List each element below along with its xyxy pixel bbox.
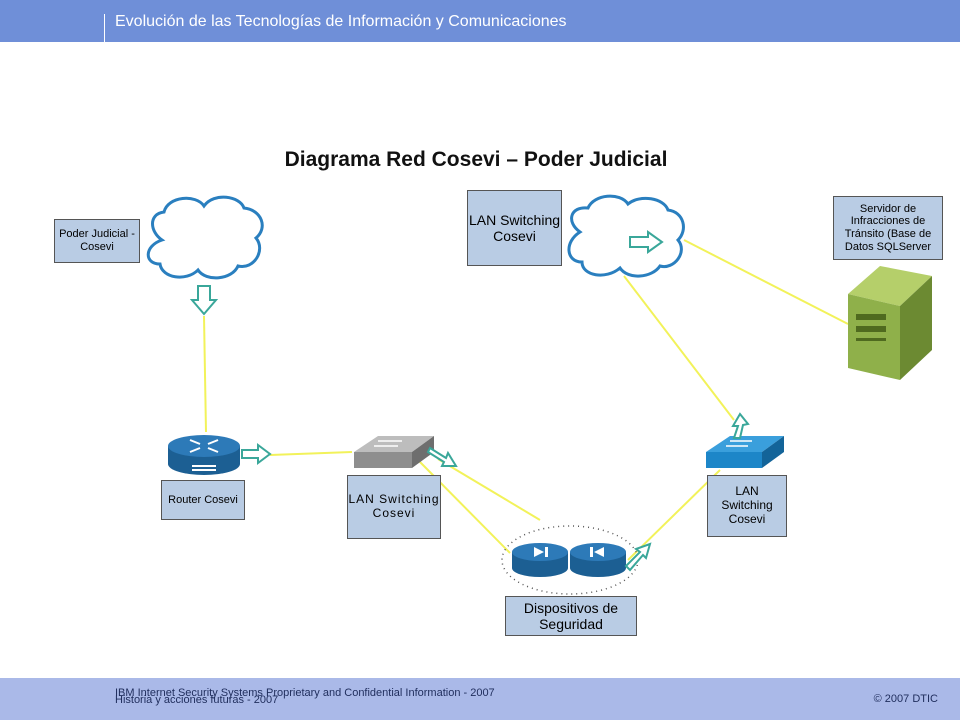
firewall-icon-b <box>570 543 626 577</box>
label-servidor: Servidor de Infracciones de Tránsito (Ba… <box>833 196 943 260</box>
arrow-diag-up-icon <box>624 542 652 572</box>
label-lan-mid: LAN Switching Cosevi <box>347 475 441 539</box>
cloud-right <box>567 194 685 278</box>
label-lan-top: LAN Switching Cosevi <box>467 190 562 266</box>
footer-subtitle: Historia y acciones futuras - 2007 <box>115 694 279 706</box>
arrow-up-icon <box>731 412 750 439</box>
link-cloud-left-router <box>203 315 207 433</box>
server-icon <box>848 266 932 380</box>
footer-copyright: © 2007 DTIC <box>873 693 938 705</box>
header-divider <box>104 14 105 42</box>
firewall-icon-a <box>512 543 568 577</box>
label-router: Router Cosevi <box>161 480 245 520</box>
link-router-switch-mid <box>269 451 353 456</box>
label-poder-judicial: Poder Judicial - Cosevi <box>54 219 140 263</box>
security-devices-group <box>501 525 639 595</box>
link-security-switch-right <box>627 469 721 561</box>
label-lan-right: LAN Switching Cosevi <box>707 475 787 537</box>
arrow-down-icon <box>189 285 219 316</box>
footer-confidential: IBM Internet Security Systems Proprietar… <box>115 687 495 699</box>
switch-gray-icon <box>354 436 434 468</box>
arrow-right-icon <box>241 443 272 465</box>
arrow-diag-icon <box>426 446 458 467</box>
link-switch-right-cloud <box>623 275 735 421</box>
label-seguridad: Dispositivos de Seguridad <box>505 596 637 636</box>
header-title: Evolución de las Tecnologías de Informac… <box>115 13 567 30</box>
link-switch-mid-security-b <box>437 458 541 521</box>
diagram-title: Diagrama Red Cosevi – Poder Judicial <box>284 148 668 171</box>
cloud-left <box>146 195 264 280</box>
switch-blue-icon <box>706 436 784 468</box>
arrow-right-icon <box>629 230 664 254</box>
footer-bar: IBM Internet Security Systems Proprietar… <box>0 678 960 720</box>
link-cloud-right-server <box>683 239 849 325</box>
header-bar: Evolución de las Tecnologías de Informac… <box>0 0 960 42</box>
router-icon <box>168 435 240 475</box>
